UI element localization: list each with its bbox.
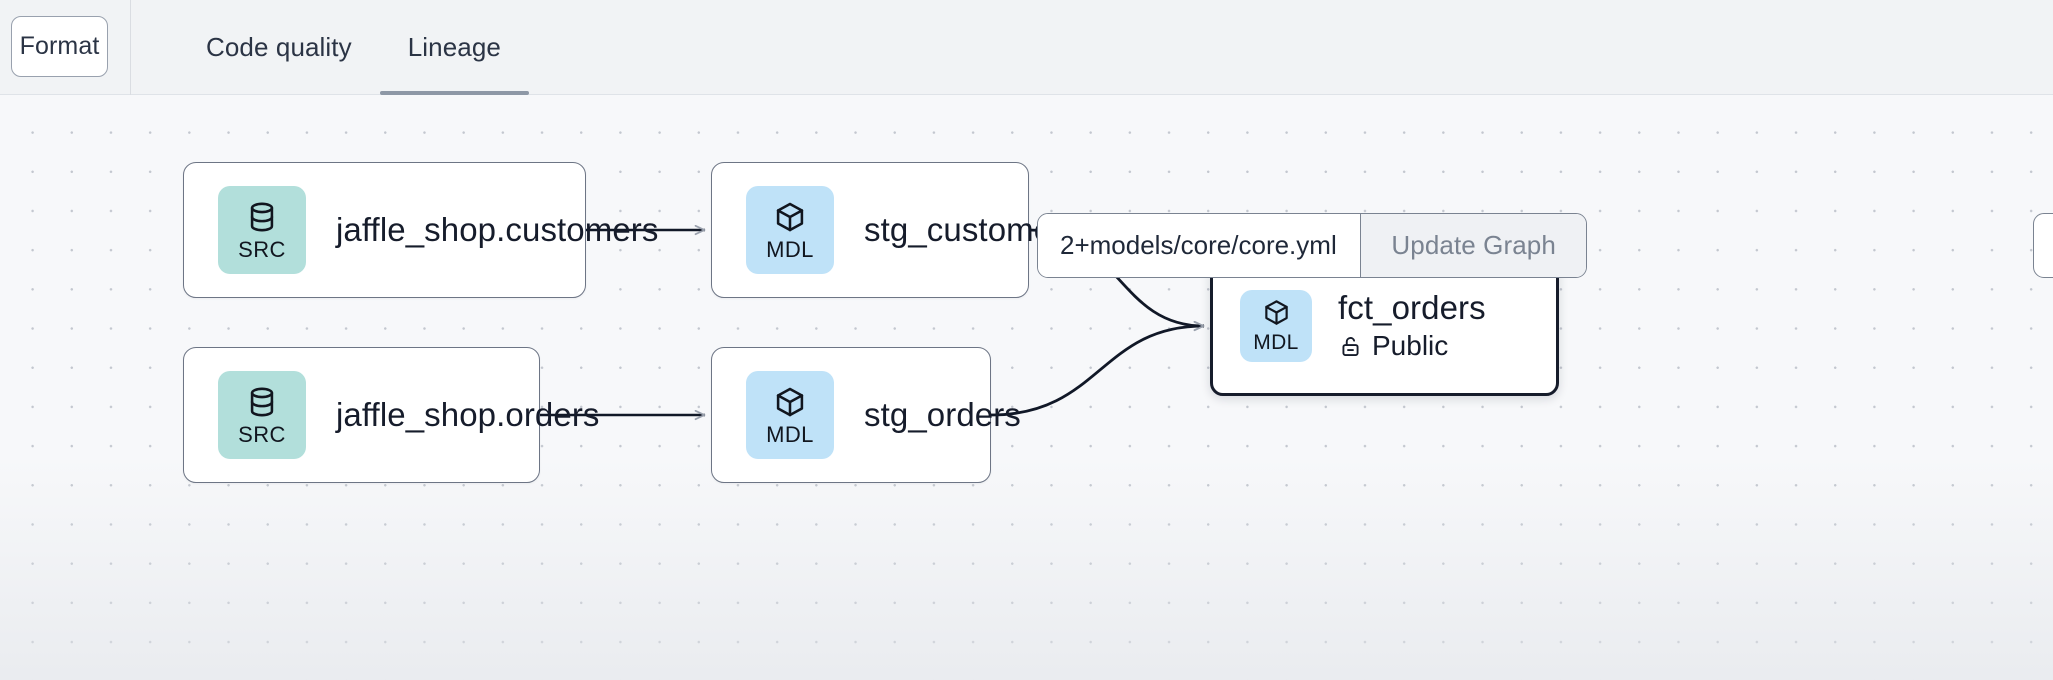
edge-stg-orders-to-fct-orders	[990, 320, 1205, 417]
format-button-label: Format	[19, 32, 100, 60]
lineage-node-src-customers[interactable]: SRC jaffle_shop.customers	[183, 162, 658, 298]
lineage-canvas[interactable]: SRC jaffle_shop.customers SRC jaffle_sho…	[0, 95, 2053, 680]
update-graph-button[interactable]: Update Graph	[1361, 214, 1586, 277]
tab-lineage-label: Lineage	[407, 32, 501, 62]
cube-icon	[776, 202, 804, 231]
node-text: jaffle_shop.orders	[336, 396, 600, 434]
format-button[interactable]: Format	[11, 16, 108, 77]
badge-mdl-label: MDL	[1253, 331, 1299, 354]
graph-selector-controls: Update Graph	[1037, 213, 1587, 278]
badge-mdl-label: MDL	[766, 421, 814, 447]
tab-code-quality-label: Code quality	[206, 32, 352, 62]
graph-selector-input[interactable]	[1038, 214, 1360, 277]
unlock-icon	[1342, 337, 1359, 356]
cube-icon	[1264, 300, 1288, 325]
badge-src-label: SRC	[238, 236, 286, 262]
header-divider	[130, 0, 131, 95]
badge-mdl-label: MDL	[766, 236, 814, 262]
toolbar-header: Format Code quality Lineage	[0, 0, 2053, 95]
side-panel-edge-stub[interactable]	[2033, 213, 2053, 278]
node-text: fct_orders Public	[1338, 289, 1486, 363]
badge-mdl: MDL	[1240, 289, 1312, 362]
lineage-node-stg-customers[interactable]: MDL stg_customers	[711, 162, 1080, 298]
node-title: stg_orders	[864, 396, 1021, 434]
database-icon	[250, 202, 274, 231]
badge-src-label: SRC	[238, 421, 286, 447]
lineage-node-src-orders[interactable]: SRC jaffle_shop.orders	[183, 347, 599, 483]
lineage-node-stg-orders[interactable]: MDL stg_orders	[711, 347, 1021, 483]
node-title: jaffle_shop.orders	[336, 396, 600, 434]
cube-icon	[776, 387, 804, 416]
node-access-badge: Public	[1338, 330, 1486, 362]
badge-src: SRC	[218, 371, 306, 459]
tab-bar: Code quality Lineage	[178, 0, 529, 95]
badge-mdl: MDL	[746, 371, 834, 459]
tab-lineage[interactable]: Lineage	[379, 0, 529, 95]
database-icon	[250, 387, 274, 416]
badge-src: SRC	[218, 186, 306, 274]
node-text: jaffle_shop.customers	[336, 211, 659, 249]
tab-underline-active	[379, 91, 529, 95]
controls-divider	[1360, 214, 1362, 277]
node-title: jaffle_shop.customers	[336, 211, 659, 249]
tab-code-quality[interactable]: Code quality	[178, 0, 380, 95]
badge-mdl: MDL	[746, 186, 834, 274]
node-access-label: Public	[1372, 330, 1449, 362]
node-title: fct_orders	[1338, 288, 1486, 326]
node-text: stg_orders	[864, 396, 1021, 434]
